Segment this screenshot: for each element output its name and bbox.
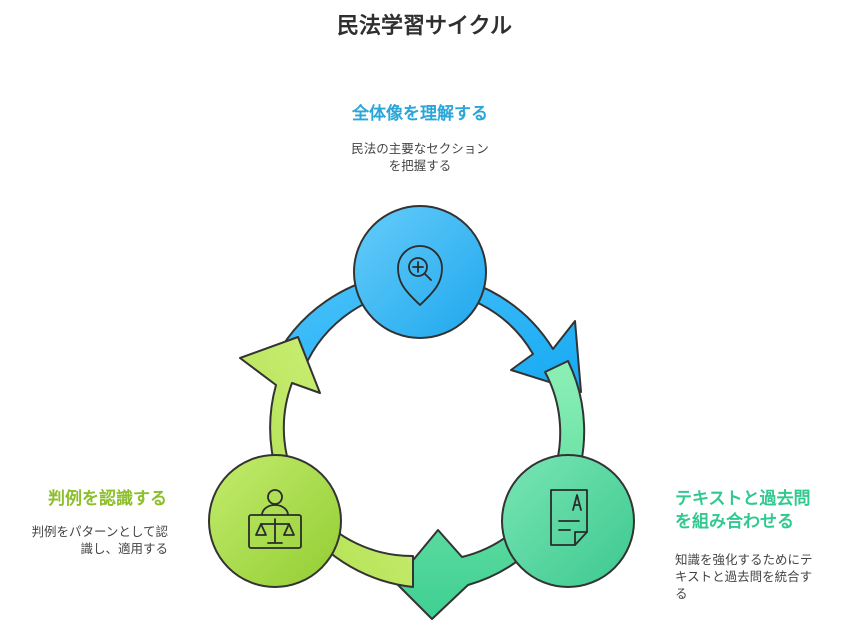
step-title-overview: 全体像を理解する — [352, 104, 488, 124]
judge-scales-icon — [248, 489, 302, 549]
node-text-and-exams — [501, 454, 635, 588]
step-desc-case-law: 判例をパターンとして認 識し、適用する — [31, 524, 168, 556]
step-desc-overview: 民法の主要なセクション を把握する — [351, 141, 489, 173]
step-title-text-and-exams: テキストと過去問 を組み合わせる — [675, 489, 811, 532]
map-pin-search-icon — [397, 245, 443, 306]
step-title-case-law: 判例を認識する — [48, 489, 167, 509]
page-title: 民法学習サイクル — [337, 14, 512, 39]
node-case-law — [208, 454, 342, 588]
document-icon — [550, 489, 588, 546]
node-overview — [353, 205, 487, 339]
step-desc-text-and-exams: 知識を強化するためにテ キストと過去問を統合す る — [675, 552, 813, 601]
